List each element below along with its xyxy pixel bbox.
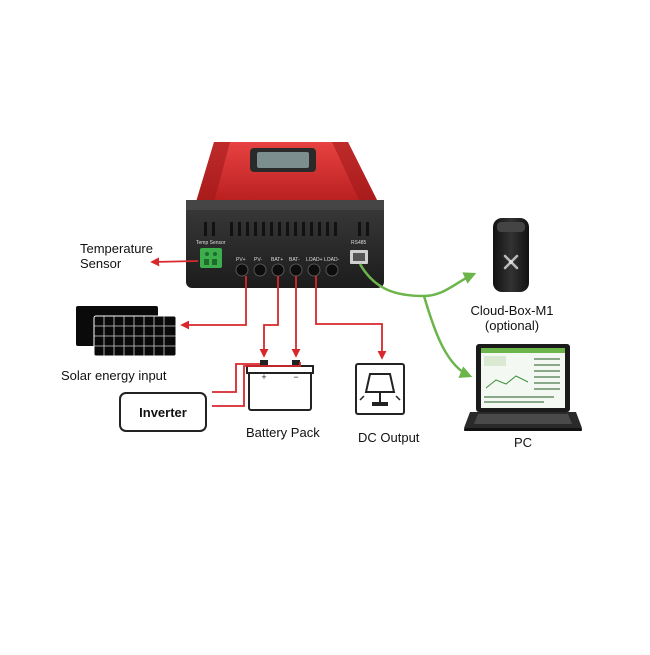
temp-sensor-port-label: Temp Sensor <box>196 240 226 246</box>
laptop-icon <box>464 344 582 431</box>
cloud-box-label-line2: (optional) <box>484 318 540 333</box>
dc-output-label: DC Output <box>358 430 420 445</box>
inverter-link-positive <box>212 363 260 393</box>
battery-icon: + − <box>246 360 314 411</box>
svg-text:−: − <box>293 372 298 382</box>
terminal-label-bat-plus: BAT+ <box>271 257 284 263</box>
cloud-box-arrow <box>358 263 477 298</box>
inverter-box: Inverter <box>119 392 207 432</box>
load-arrow <box>315 276 387 360</box>
pc-label: PC <box>513 435 533 450</box>
vent-slots <box>204 222 369 236</box>
rs485-port-label: RS485 <box>351 240 367 246</box>
temperature-sensor-arrow <box>150 257 199 267</box>
lcd-screen <box>257 152 309 168</box>
solar-panel-icon <box>76 306 177 357</box>
pc-arrow <box>422 295 473 378</box>
terminal-label-pv-plus: PV+ <box>236 257 246 263</box>
terminal-label-bat-minus: BAT- <box>289 257 300 263</box>
communication-connections <box>358 263 477 378</box>
temperature-sensor-connector-icon <box>200 248 222 268</box>
temperature-sensor-label: Temperature Sensor <box>80 241 153 271</box>
solar-arrow <box>180 276 247 330</box>
terminal-label-pv-minus: PV- <box>254 257 263 263</box>
battery-pack-label: Battery Pack <box>246 425 320 440</box>
power-connections <box>150 257 387 407</box>
lamp-icon <box>355 363 405 415</box>
temperature-sensor-label-line1: Temperature <box>80 241 153 256</box>
cloud-box-label-line1: Cloud-Box-M1 <box>470 303 554 318</box>
inverter-link-negative <box>212 362 301 407</box>
cloud-box-icon <box>493 218 529 292</box>
charge-controller <box>186 142 384 288</box>
cloud-box-label: Cloud-Box-M1 (optional) <box>458 303 566 333</box>
solar-input-label: Solar energy input <box>61 368 167 383</box>
terminal-label-load-minus: LOAD- <box>324 257 340 263</box>
terminal-label-load-plus: LOAD+ <box>306 257 323 263</box>
battery-positive-arrow <box>259 276 279 358</box>
terminal-block <box>235 263 339 277</box>
svg-text:+: + <box>261 372 266 382</box>
temperature-sensor-label-line2: Sensor <box>80 256 122 271</box>
